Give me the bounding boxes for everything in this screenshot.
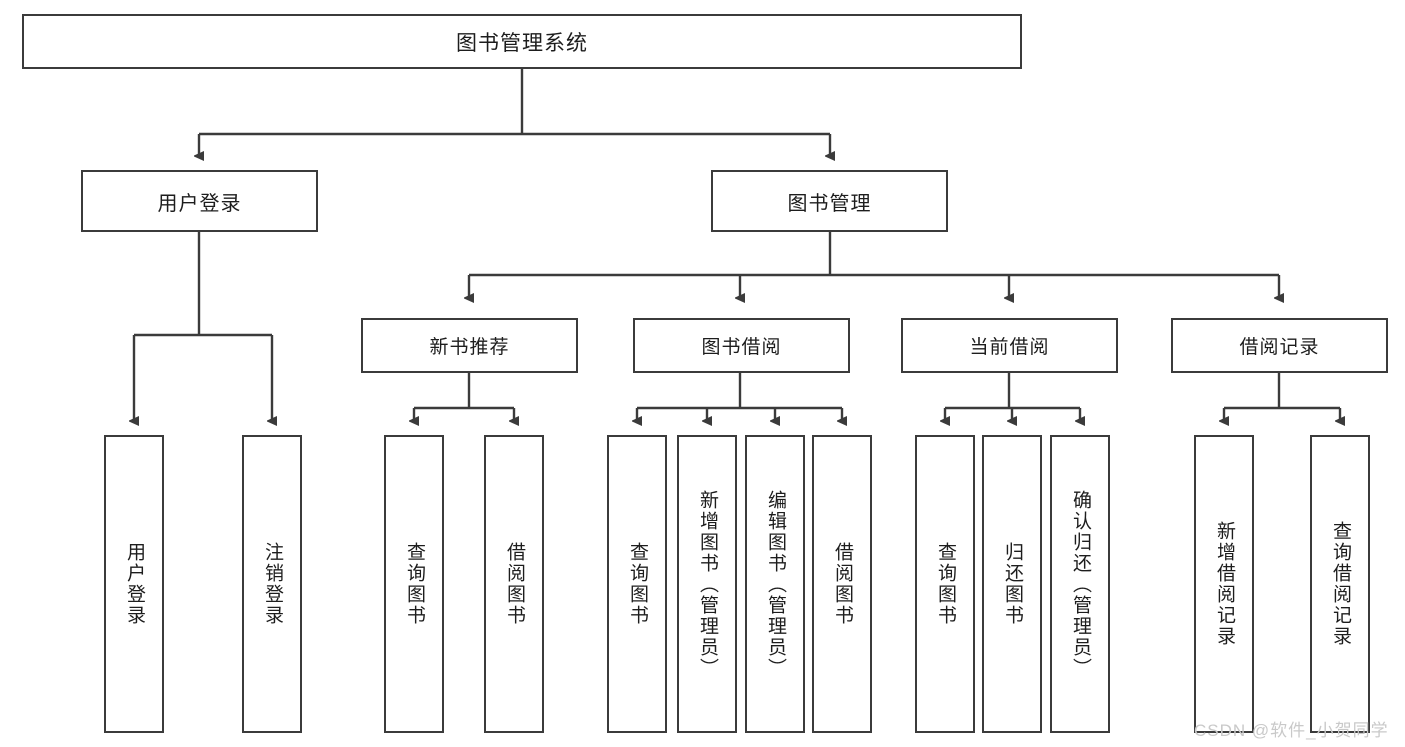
watermark: CSDN @软件_小贺同学 — [1194, 721, 1389, 740]
node-leaf-query-book-1[interactable]: 查询图书 — [384, 435, 444, 733]
node-leaf-query-book-1-label: 查询图书 — [403, 542, 425, 626]
node-user-login-label: 用户登录 — [157, 192, 242, 215]
node-current-borrow[interactable]: 当前借阅 — [901, 318, 1118, 373]
node-borrow-record-label: 借阅记录 — [1239, 337, 1320, 358]
node-leaf-add-borrow-record-label: 新增借阅记录 — [1213, 521, 1235, 647]
node-new-book-recommend[interactable]: 新书推荐 — [361, 318, 578, 373]
node-leaf-borrow-book-2-label: 借阅图书 — [831, 542, 853, 626]
node-leaf-query-book-2-label: 查询图书 — [626, 542, 648, 626]
node-leaf-confirm-return[interactable]: 确认归还（管理员） — [1050, 435, 1110, 733]
node-leaf-edit-book-label: 编辑图书（管理员） — [764, 489, 786, 679]
node-book-borrow-label: 图书借阅 — [701, 337, 782, 358]
node-current-borrow-label: 当前借阅 — [969, 337, 1050, 358]
node-leaf-add-book-label: 新增图书（管理员） — [696, 489, 718, 679]
node-leaf-query-borrow-record[interactable]: 查询借阅记录 — [1310, 435, 1370, 733]
node-user-login[interactable]: 用户登录 — [81, 170, 318, 232]
node-leaf-return-book-label: 归还图书 — [1001, 542, 1023, 626]
node-leaf-query-book-3[interactable]: 查询图书 — [915, 435, 975, 733]
node-book-borrow[interactable]: 图书借阅 — [633, 318, 850, 373]
node-leaf-logout-login-label: 注销登录 — [261, 542, 283, 626]
node-root-label: 图书管理系统 — [456, 31, 588, 55]
node-leaf-query-book-3-label: 查询图书 — [934, 542, 956, 626]
node-leaf-confirm-return-label: 确认归还（管理员） — [1069, 489, 1091, 679]
node-leaf-borrow-book-1[interactable]: 借阅图书 — [484, 435, 544, 733]
node-leaf-add-book[interactable]: 新增图书（管理员） — [677, 435, 737, 733]
node-leaf-borrow-book-1-label: 借阅图书 — [503, 542, 525, 626]
node-leaf-user-login-label: 用户登录 — [123, 542, 145, 626]
node-new-book-recommend-label: 新书推荐 — [429, 337, 510, 358]
node-book-management-label: 图书管理 — [787, 192, 872, 215]
node-book-management[interactable]: 图书管理 — [711, 170, 948, 232]
node-leaf-query-borrow-record-label: 查询借阅记录 — [1329, 521, 1351, 647]
node-leaf-borrow-book-2[interactable]: 借阅图书 — [812, 435, 872, 733]
node-leaf-query-book-2[interactable]: 查询图书 — [607, 435, 667, 733]
node-leaf-return-book[interactable]: 归还图书 — [982, 435, 1042, 733]
node-leaf-add-borrow-record[interactable]: 新增借阅记录 — [1194, 435, 1254, 733]
node-leaf-user-login[interactable]: 用户登录 — [104, 435, 164, 733]
node-leaf-edit-book[interactable]: 编辑图书（管理员） — [745, 435, 805, 733]
node-leaf-logout-login[interactable]: 注销登录 — [242, 435, 302, 733]
node-root[interactable]: 图书管理系统 — [22, 14, 1022, 69]
node-borrow-record[interactable]: 借阅记录 — [1171, 318, 1388, 373]
